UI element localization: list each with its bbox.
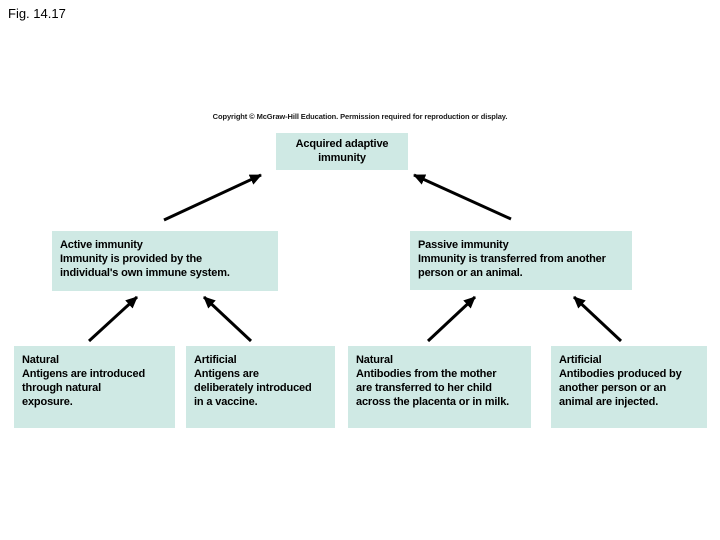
- node-line: in a vaccine.: [194, 396, 258, 408]
- node-line: Artificial: [194, 354, 237, 366]
- copyright-notice: Copyright © McGraw-Hill Education. Permi…: [212, 112, 508, 121]
- node-acquired-adaptive-immunity: Acquired adaptive immunity: [276, 133, 408, 170]
- node-line: Acquired adaptive: [295, 138, 389, 150]
- node-line: through natural: [22, 382, 102, 394]
- node-natural-exposure: Natural Antigens are introduced through …: [14, 346, 175, 428]
- node-line: Natural: [22, 354, 59, 366]
- node-line: Antibodies produced by: [559, 368, 682, 380]
- node-line: person or an animal.: [418, 267, 523, 279]
- node-line: Antigens are: [194, 368, 259, 380]
- node-line: another person or an: [559, 382, 667, 394]
- node-line: across the placenta or in milk.: [356, 396, 510, 408]
- node-line: Immunity is transferred from another: [418, 253, 606, 265]
- node-line: Antigens are introduced: [22, 368, 146, 380]
- node-line: deliberately introduced: [194, 382, 312, 394]
- arrow-artificial-to-active-icon: [202, 295, 253, 343]
- node-line: Passive immunity: [418, 239, 509, 251]
- node-line: Artificial: [559, 354, 602, 366]
- node-natural-maternal: Natural Antibodies from the mother are t…: [348, 346, 531, 428]
- node-line: Natural: [356, 354, 393, 366]
- arrow-active-to-root-icon: [163, 173, 262, 222]
- arrow-natural-to-passive-icon: [426, 295, 477, 343]
- node-line: are transferred to her child: [356, 382, 492, 394]
- node-line: individual's own immune system.: [60, 267, 230, 279]
- node-artificial-vaccine: Artificial Antigens are deliberately int…: [186, 346, 335, 428]
- node-line: Antibodies from the mother: [356, 368, 497, 380]
- arrow-artificial-to-passive-icon: [572, 295, 623, 343]
- node-active-immunity: Active immunity Immunity is provided by …: [52, 231, 278, 291]
- figure-label: Fig. 14.17: [8, 6, 66, 21]
- node-line: Active immunity: [60, 239, 143, 251]
- node-artificial-injected: Artificial Antibodies produced by anothe…: [551, 346, 707, 428]
- arrow-passive-to-root-icon: [413, 173, 512, 221]
- node-line: Immunity is provided by the: [60, 253, 203, 265]
- node-passive-immunity: Passive immunity Immunity is transferred…: [410, 231, 632, 290]
- node-line: exposure.: [22, 396, 73, 408]
- arrow-natural-to-active-icon: [87, 295, 139, 343]
- node-line: animal are injected.: [559, 396, 659, 408]
- node-line: immunity: [318, 152, 366, 164]
